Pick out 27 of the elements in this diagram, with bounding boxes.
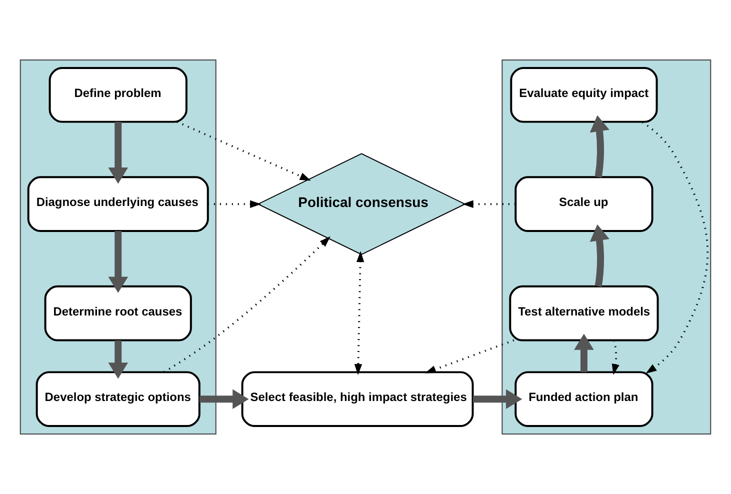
arrow xyxy=(176,120,311,181)
node-box: Evaluate equity impact xyxy=(510,66,658,123)
arrow xyxy=(574,334,594,372)
node-box: Select feasible, high impact strategies xyxy=(241,371,474,428)
node-box: Scale up xyxy=(514,176,654,232)
cluster xyxy=(502,59,712,435)
arrow xyxy=(108,231,128,293)
arrow xyxy=(590,224,610,287)
node-diamond: Political consensus xyxy=(256,153,466,256)
arrow xyxy=(642,121,708,374)
arrow xyxy=(164,236,330,373)
node-box: Define problem xyxy=(48,66,188,123)
node-box: Diagnose underlying causes xyxy=(27,176,209,232)
node-box: Test alternative models xyxy=(509,285,659,342)
arrow xyxy=(208,200,262,208)
arrow xyxy=(612,340,620,376)
node-box: Develop strategic options xyxy=(36,371,200,428)
node-box: Funded action plan xyxy=(514,371,654,428)
arrow xyxy=(590,115,610,178)
arrow xyxy=(462,200,516,208)
node-box: Determine root causes xyxy=(44,285,192,342)
cluster xyxy=(20,59,216,435)
arrow xyxy=(199,389,249,409)
arrow xyxy=(108,340,128,379)
arrow xyxy=(354,251,364,376)
arrow xyxy=(108,122,128,184)
arrow xyxy=(472,389,522,409)
